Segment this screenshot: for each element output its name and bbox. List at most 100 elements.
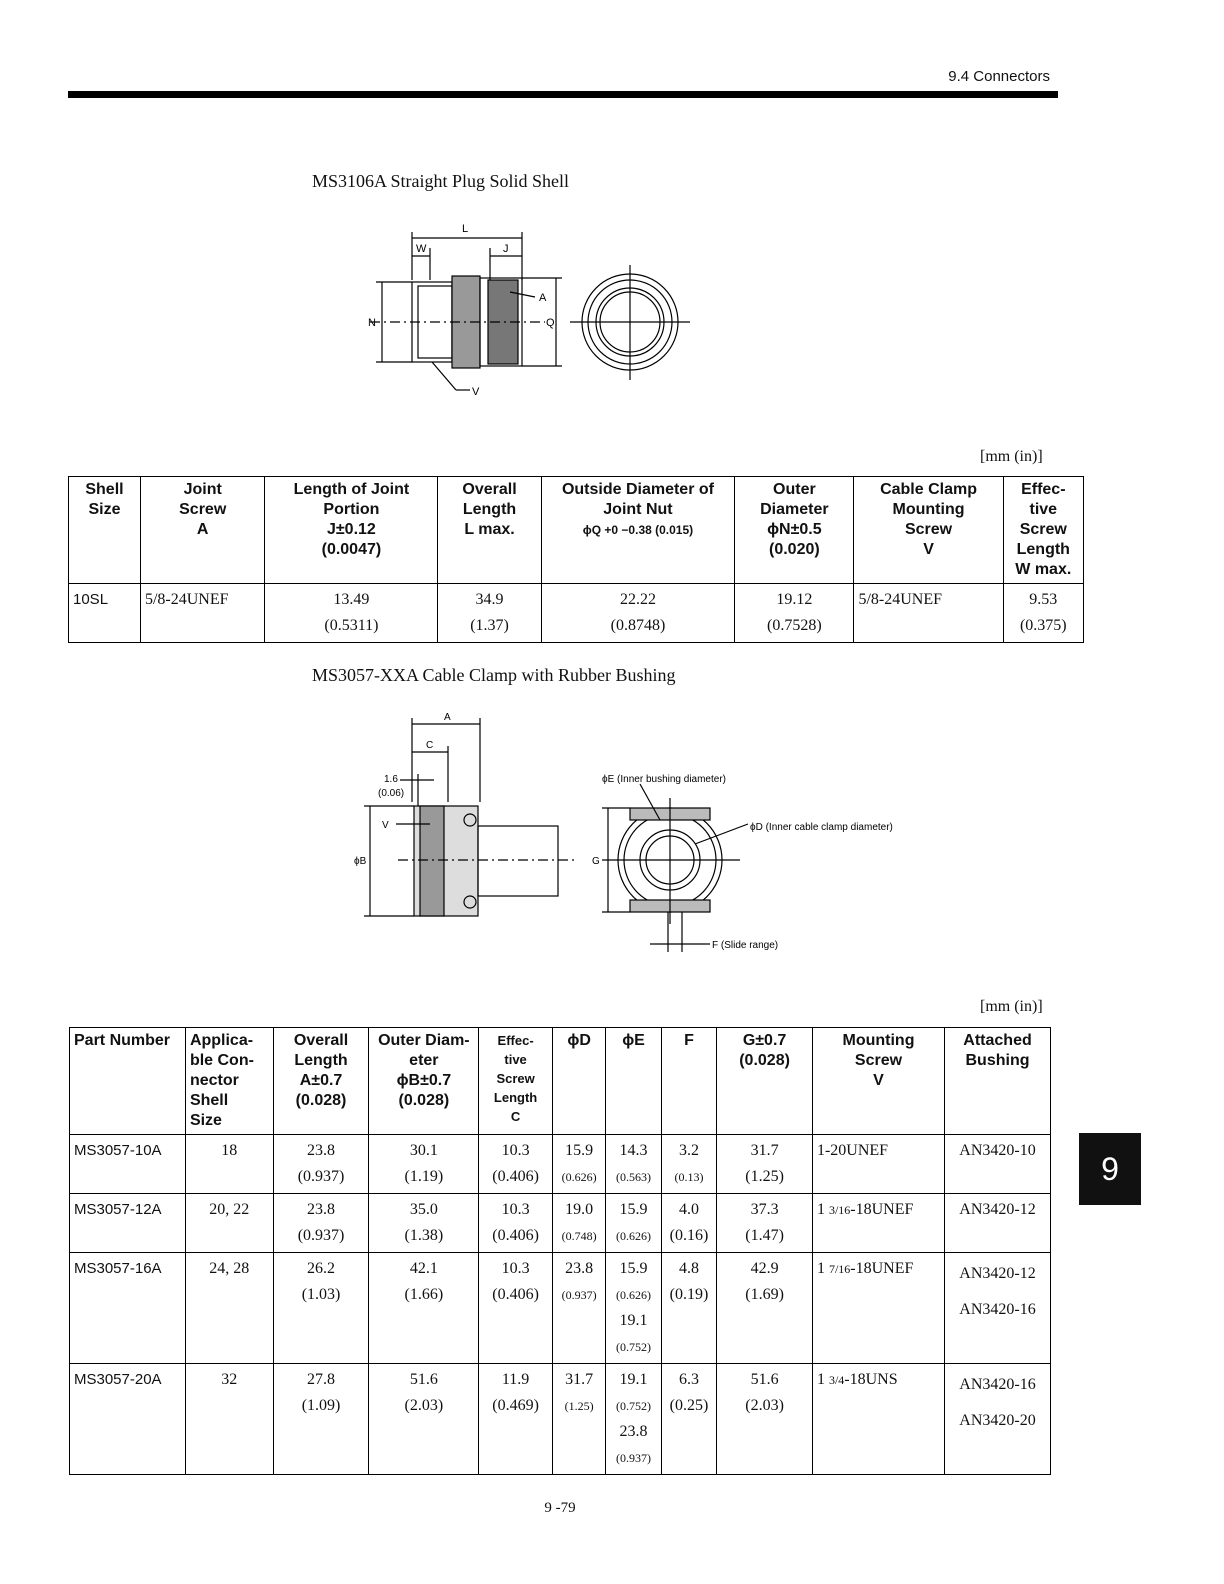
dim-V-label: V [382,820,389,831]
plug-caption: MS3106A Straight Plug Solid Shell [312,171,570,191]
dim-J-label: J [503,243,509,255]
table-row: MS3057-12A 20, 22 23.8(0.937) 35.0(1.38)… [69,1193,1051,1253]
dim-C-label: C [426,740,433,751]
cell-f: 4.0(0.16) [660,1193,718,1253]
chapter-tab: 9 [1079,1133,1141,1205]
cell-bushing: AN3420-10 [944,1134,1051,1194]
cell-cable-clamp-screw: 5/8-24UNEF [853,583,1004,643]
cell-mounting-screw: 1 7/16-18UNEF [811,1252,946,1364]
dim-16-label: 1.6 [384,774,398,785]
cell-part-number: MS3057-16A [69,1252,186,1364]
cell-shell-size: 18 [184,1134,274,1194]
dim-B-label: ϕB [354,856,367,867]
cell-shell-size: 20, 22 [184,1193,274,1253]
dim-W-label: W [416,243,427,255]
cell-g: 37.3(1.47) [716,1193,813,1253]
clamp-drawing: A C 1.6 (0.06) V ϕB G ϕE (Inner bushing … [354,712,893,952]
cell-c: 10.3(0.406) [478,1193,553,1253]
cell-outside-diameter: 22.22(0.8748) [540,583,736,643]
dim-L-label: L [462,223,468,235]
cell-outer-diameter: 19.12(0.7528) [734,583,855,643]
section-header: 9.4 Connectors [948,68,1050,85]
cell-b: 42.1(1.66) [368,1252,480,1364]
cell-f: 6.3(0.25) [660,1363,718,1475]
dim-A-label: A [539,292,547,304]
cell-shell-size: 24, 28 [184,1252,274,1364]
dim-E-label: ϕE (Inner bushing diameter) [602,774,726,785]
dim-V-label: V [472,386,480,398]
plug-unit-label: [mm (in)] [980,448,1043,465]
col-phi-d: ϕD [551,1027,607,1135]
cell-shell-size: 10SL [68,583,141,643]
col-g: G±0.7(0.028) [716,1027,813,1135]
col-part-number: Part Number [69,1027,186,1135]
cell-e: 19.1(0.752)23.8(0.937) [605,1363,662,1475]
dim-Q-label: Q [546,317,555,329]
cell-d: 31.7(1.25) [551,1363,607,1475]
cell-g: 51.6(2.03) [716,1363,813,1475]
table-row: MS3057-10A 18 23.8(0.937) 30.1(1.19) 10.… [69,1134,1051,1194]
cell-part-number: MS3057-20A [69,1363,186,1475]
cell-c: 10.3(0.406) [478,1252,553,1364]
cell-d: 15.9(0.626) [551,1134,607,1194]
table-row: MS3057-16A 24, 28 26.2(1.03) 42.1(1.66) … [69,1252,1051,1364]
dim-F-label: F (Slide range) [712,940,778,951]
clamp-unit-label: [mm (in)] [980,998,1043,1015]
table-row: MS3057-20A 32 27.8(1.09) 51.6(2.03) 11.9… [69,1363,1051,1475]
cell-effective-screw-length: 9.53(0.375) [1002,583,1085,643]
cell-b: 51.6(2.03) [368,1363,480,1475]
cell-a: 23.8(0.937) [272,1134,370,1194]
page-number: 9 -79 [544,1500,576,1516]
cell-mounting-screw: 1-20UNEF [811,1134,946,1194]
cell-f: 4.8(0.19) [660,1252,718,1364]
dim-16in-label: (0.06) [378,788,404,799]
dim-A-label: A [444,712,451,723]
dim-G-label: G [592,856,600,867]
cell-a: 27.8(1.09) [272,1363,370,1475]
cell-joint-screw: 5/8-24UNEF [139,583,266,643]
cell-part-number: MS3057-10A [69,1134,186,1194]
dim-D-label: ϕD (Inner cable clamp diameter) [750,822,893,833]
plug-drawing: L W J A N Q V [368,223,690,398]
header-rule [68,91,1058,98]
col-phi-e: ϕE [605,1027,662,1135]
cell-d: 23.8(0.937) [551,1252,607,1364]
cell-b: 30.1(1.19) [368,1134,480,1194]
cell-f: 3.2(0.13) [660,1134,718,1194]
col-f: F [660,1027,718,1135]
cell-a: 23.8(0.937) [272,1193,370,1253]
cell-c: 10.3(0.406) [478,1134,553,1194]
cell-overall-length: 34.9(1.37) [437,583,542,643]
cell-e: 14.3(0.563) [605,1134,662,1194]
cell-mounting-screw: 1 3/16-18UNEF [811,1193,946,1253]
cell-e: 15.9(0.626) [605,1193,662,1253]
cell-c: 11.9(0.469) [478,1363,553,1475]
dim-N-label: N [368,317,376,329]
cell-g: 31.7(1.25) [716,1134,813,1194]
cell-e: 15.9(0.626)19.1(0.752) [605,1252,662,1364]
cell-g: 42.9(1.69) [716,1252,813,1364]
cell-a: 26.2(1.03) [272,1252,370,1364]
cell-part-number: MS3057-12A [69,1193,186,1253]
cell-joint-length: 13.49(0.5311) [264,583,439,643]
cell-shell-size: 32 [184,1363,274,1475]
cell-b: 35.0(1.38) [368,1193,480,1253]
